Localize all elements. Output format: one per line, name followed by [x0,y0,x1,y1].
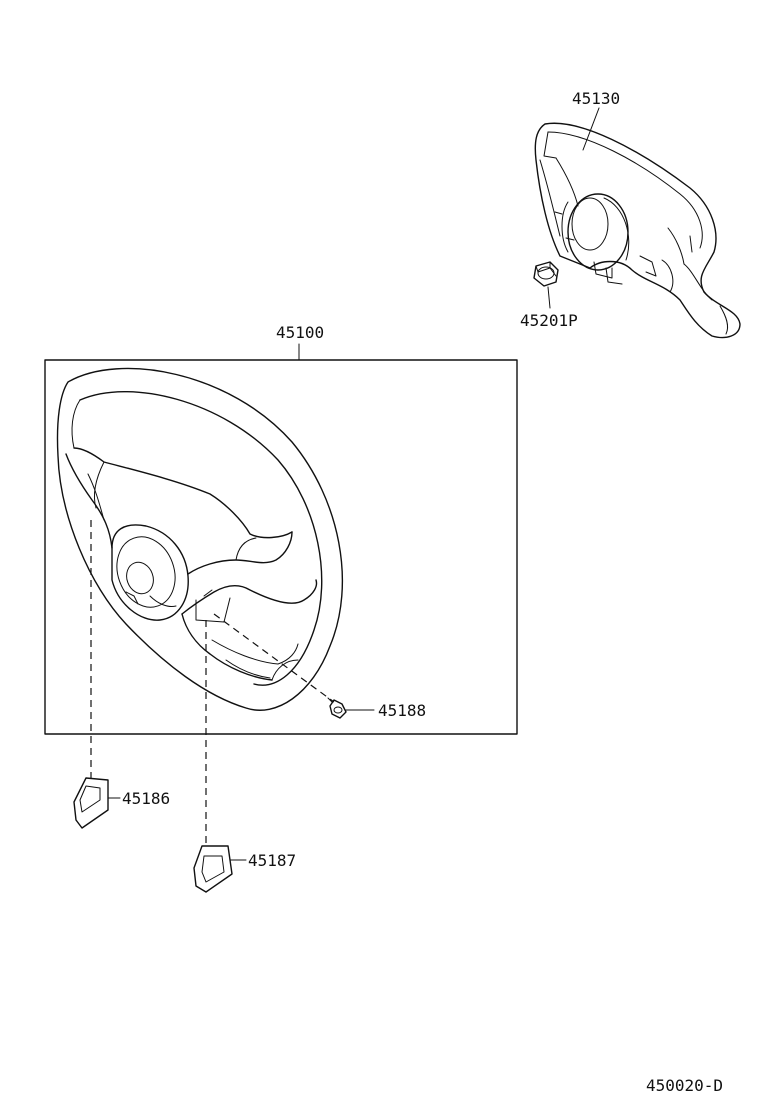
leader-45188-dash [213,613,335,703]
spoke-cover-icon [193,845,233,893]
hex-nut-icon [533,261,559,287]
spoke-cover-icon [73,777,109,829]
part-number-45187: 45187 [248,851,296,870]
airbag-pad-icon [534,122,741,339]
part-number-45201P: 45201P [520,311,578,330]
screw-icon [327,697,347,719]
part-number-45188: 45188 [378,701,426,720]
part-number-45186: 45186 [122,789,170,808]
part-number-45100: 45100 [276,323,324,342]
leader-45130 [582,107,600,151]
steering-wheel-icon [56,367,344,711]
assembly-frame [44,359,518,735]
part-number-45130: 45130 [572,89,620,108]
leader-45201P [547,286,551,309]
diagram-code: 450020-D [646,1076,723,1095]
